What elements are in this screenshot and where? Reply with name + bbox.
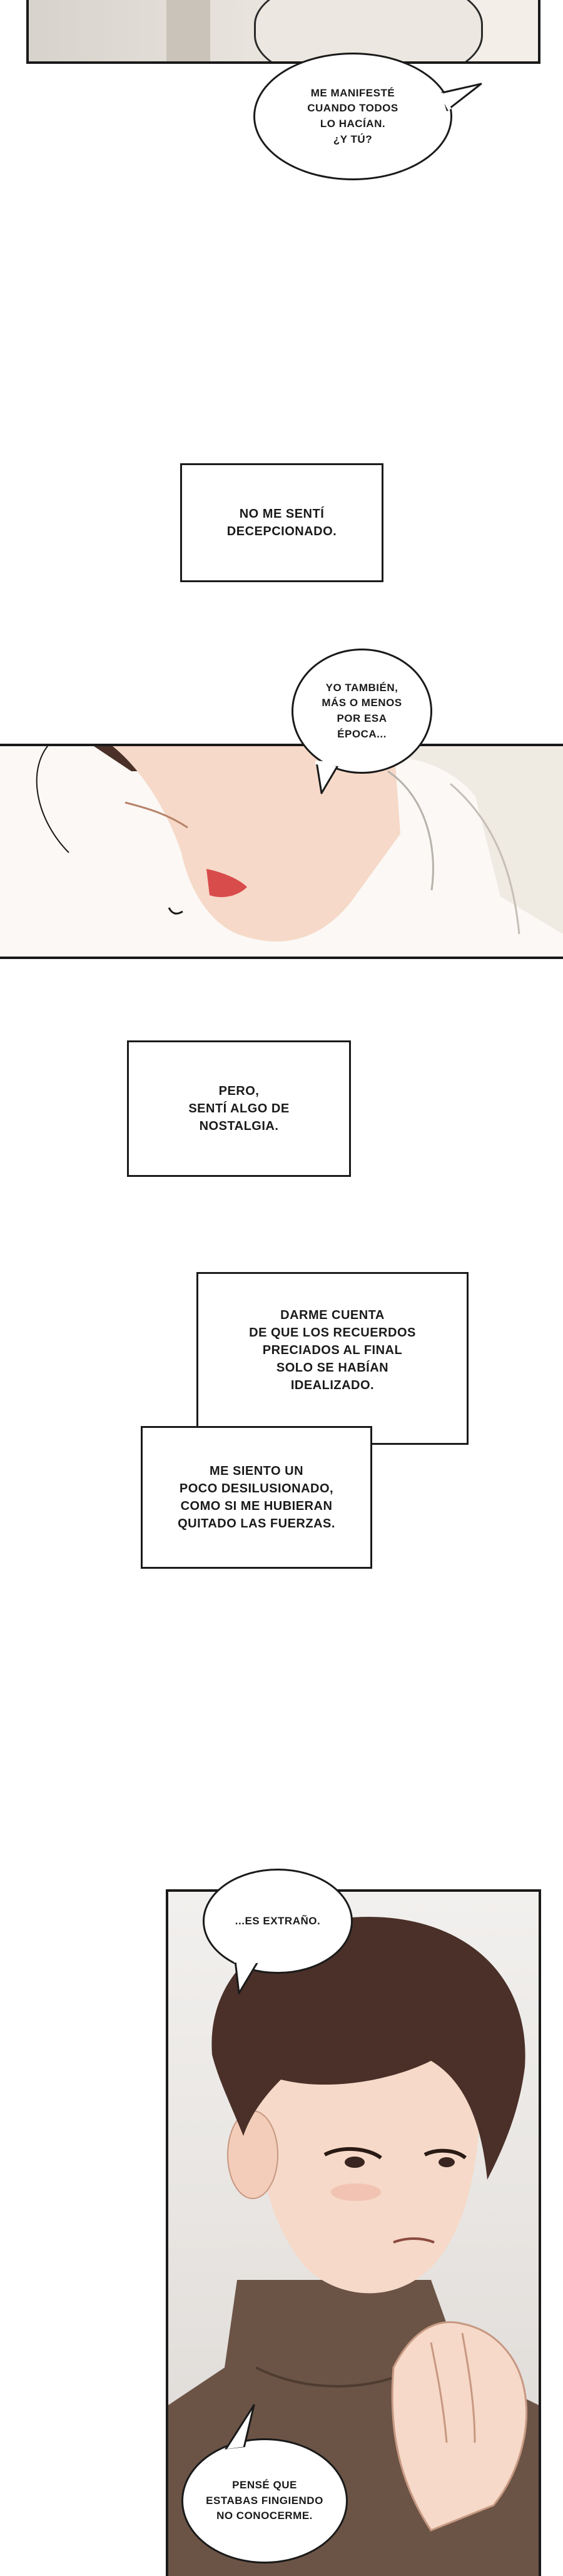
speech-bubble-2: YO TAMBIÉN, MÁS O MENOS POR ESA ÉPOCA... [292, 649, 432, 774]
caption-4-line-4: QUITADO LAS FUERZAS. [178, 1517, 335, 1531]
panel-profile [0, 744, 563, 959]
bubble-1-line-3: LO HACÍAN. [320, 118, 386, 130]
caption-2-line-2: SENTÍ ALGO DE [188, 1102, 290, 1116]
bubble-1-line-1: ME MANIFESTÉ [310, 86, 395, 99]
panel-top-background [29, 0, 292, 61]
caption-4-line-3: COMO SI ME HUBIERAN [180, 1499, 333, 1513]
caption-3-line-2: DE QUE LOS RECUERDOS [249, 1326, 416, 1340]
bubble-1-line-2: CUANDO TODOS [307, 102, 398, 115]
bubble-1-tail [441, 83, 482, 111]
bubble-4-line-1: PENSÉ QUE [232, 2479, 297, 2491]
panel-top [26, 0, 540, 64]
panel-top-character-shoulder [254, 0, 483, 61]
bubble-3-line-1: ...ES EXTRAÑO. [235, 1914, 321, 1927]
bubble-2-tail [315, 761, 340, 794]
caption-3-line-4: SOLO SE HABÍAN [276, 1361, 389, 1375]
bubble-2-line-4: ÉPOCA... [337, 727, 387, 740]
caption-box-3: DARME CUENTA DE QUE LOS RECUERDOS PRECIA… [196, 1272, 469, 1445]
speech-bubble-3: ...ES EXTRAÑO. [203, 1869, 353, 1974]
profile-illustration [36, 746, 563, 942]
speech-bubble-1: ME MANIFESTÉ CUANDO TODOS LO HACÍAN. ¿Y … [253, 53, 452, 180]
caption-3-line-1: DARME CUENTA [280, 1308, 385, 1322]
caption-1-line-1: NO ME SENTÍ [239, 507, 325, 521]
bubble-4-line-3: NO CONOCERME. [216, 2510, 313, 2522]
bubble-2-line-1: YO TAMBIÉN, [325, 681, 398, 694]
panel-top-window-frame [166, 0, 210, 61]
bubble-2-line-2: MÁS O MENOS [322, 697, 402, 709]
caption-2-line-1: PERO, [218, 1084, 260, 1098]
bubble-2-line-3: POR ESA [337, 712, 387, 724]
bubble-4-line-2: ESTABAS FINGIENDO [206, 2494, 323, 2507]
caption-2-line-3: NOSTALGIA. [199, 1119, 279, 1133]
caption-4-line-1: ME SIENTO UN [209, 1464, 304, 1478]
bubble-1-line-4: ¿Y TÚ? [333, 133, 373, 145]
caption-1-line-2: DECEPCIONADO. [226, 525, 337, 538]
speech-bubble-4: PENSÉ QUE ESTABAS FINGIENDO NO CONOCERME… [181, 2438, 348, 2563]
caption-4-line-2: POCO DESILUSIONADO, [179, 1482, 334, 1496]
caption-box-4: ME SIENTO UN POCO DESILUSIONADO, COMO SI… [141, 1426, 372, 1569]
caption-3-line-3: PRECIADOS AL FINAL [262, 1343, 403, 1357]
caption-3-line-5: IDEALIZADO. [290, 1378, 375, 1392]
bubble-4-tail [223, 2404, 255, 2453]
bubble-3-tail [233, 1959, 260, 1994]
caption-box-2: PERO, SENTÍ ALGO DE NOSTALGIA. [127, 1040, 351, 1177]
caption-box-1: NO ME SENTÍ DECEPCIONADO. [180, 463, 383, 582]
